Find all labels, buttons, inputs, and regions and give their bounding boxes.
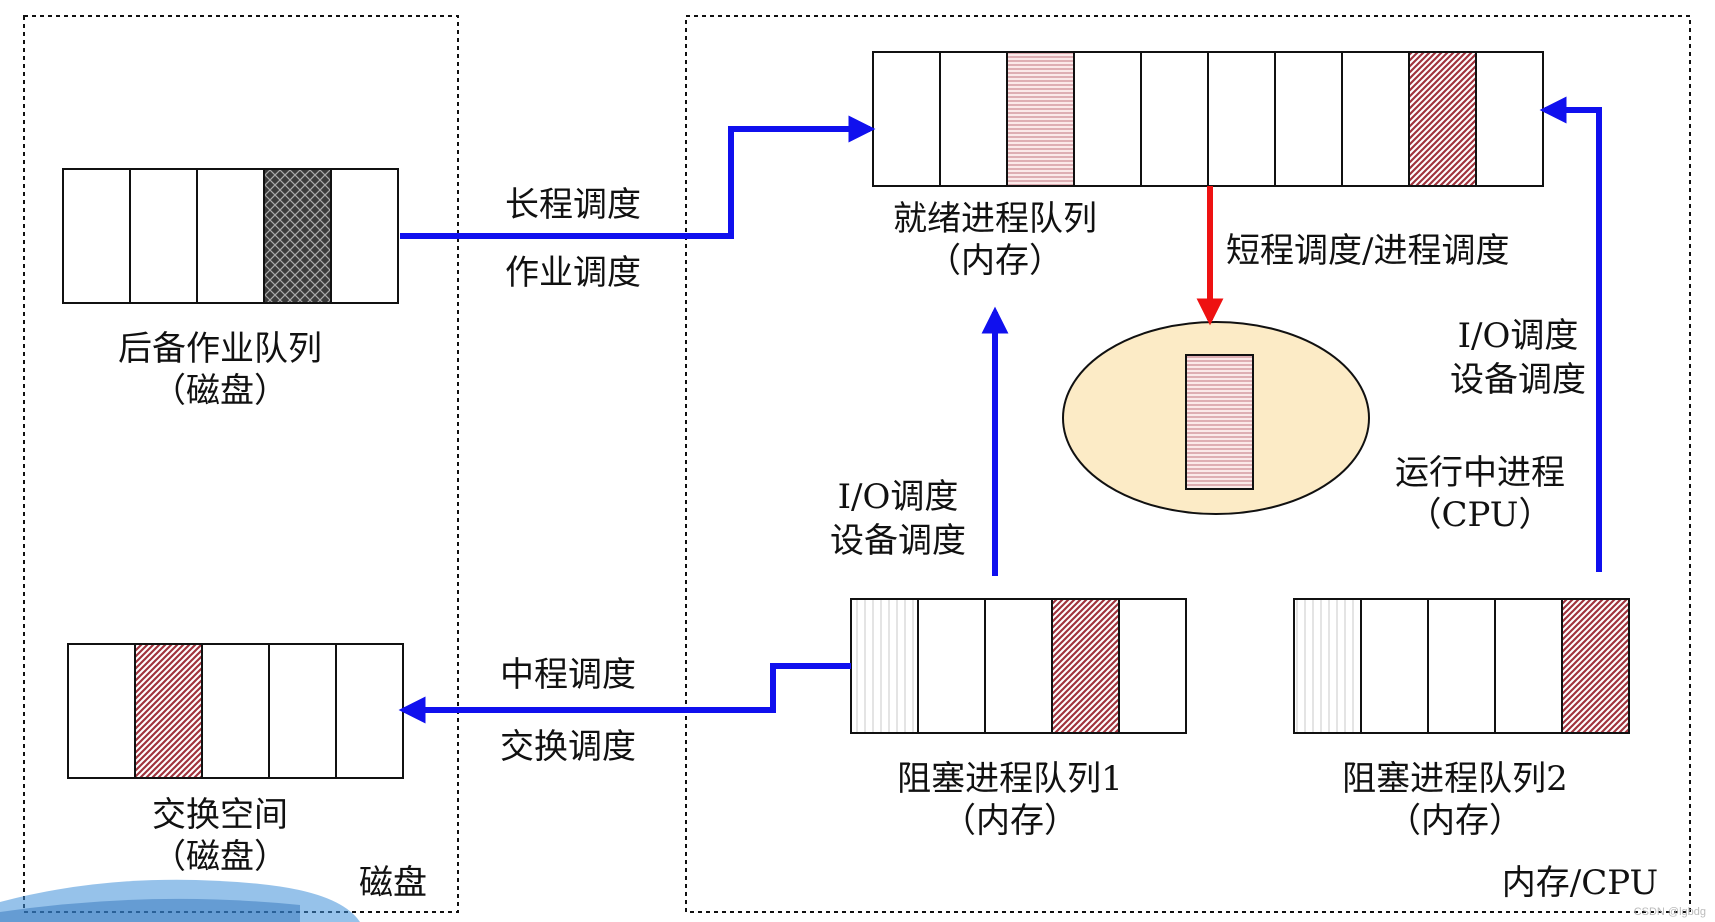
swap-space-location: （磁盘） [152, 837, 288, 877]
queue-cell [268, 643, 337, 779]
cpu-process-location: （CPU） [1408, 495, 1553, 535]
queue-cell [1207, 51, 1276, 187]
queue-cell [263, 168, 332, 304]
queue-cell [62, 168, 131, 304]
running-process [1185, 354, 1254, 490]
ready-queue [872, 51, 1544, 187]
queue-cell [850, 598, 919, 734]
io-right-label-1: I/O调度 [1458, 316, 1579, 356]
cpu-process-name: 运行中进程 [1395, 453, 1565, 493]
blocked-queue-1 [850, 598, 1187, 734]
io-right-label-2: 设备调度 [1450, 360, 1586, 400]
queue-cell [1073, 51, 1142, 187]
long-term-arrow [400, 115, 876, 239]
queue-cell [1427, 598, 1496, 734]
swap-space-name: 交换空间 [152, 795, 288, 835]
queue-cell [1274, 51, 1343, 187]
queue-cell [1140, 51, 1209, 187]
queue-cell [1006, 51, 1075, 187]
blocked-queue-2-name: 阻塞进程队列2 [1342, 759, 1568, 799]
ready-queue-location: （内存） [927, 241, 1063, 281]
queue-cell [1494, 598, 1563, 734]
queue-cell [67, 643, 136, 779]
long-term-label-1: 长程调度 [505, 185, 641, 225]
queue-cell [984, 598, 1053, 734]
blocked-queue-2-location: （内存） [1387, 801, 1523, 841]
swap-space-queue [67, 643, 404, 779]
backup-queue-name: 后备作业队列 [118, 329, 322, 369]
queue-cell [939, 51, 1008, 187]
ready-queue-name: 就绪进程队列 [893, 199, 1097, 239]
disk-region-label: 磁盘 [359, 863, 427, 903]
blocked-queue-1-location: （内存） [942, 801, 1078, 841]
queue-cell [917, 598, 986, 734]
queue-cell [1561, 598, 1630, 734]
blocked-queue-2 [1293, 598, 1630, 734]
queue-cell [1360, 598, 1429, 734]
queue-cell [1475, 51, 1544, 187]
queue-cell [330, 168, 399, 304]
queue-cell [1118, 598, 1187, 734]
queue-cell [134, 643, 203, 779]
memory-cpu-region-label: 内存/CPU [1502, 863, 1658, 903]
queue-cell [1293, 598, 1362, 734]
medium-term-label-2: 交换调度 [500, 727, 636, 767]
medium-term-label-1: 中程调度 [500, 655, 636, 695]
backup-jobs-queue [62, 168, 399, 304]
queue-cell [196, 168, 265, 304]
queue-cell [201, 643, 270, 779]
blocked-queue-1-name: 阻塞进程队列1 [897, 759, 1123, 799]
long-term-label-2: 作业调度 [505, 253, 641, 293]
io-left-label-2: 设备调度 [830, 521, 966, 561]
queue-cell [1408, 51, 1477, 187]
watermark: CSDN @lgbdg [1634, 906, 1706, 918]
io-left-label-1: I/O调度 [838, 477, 959, 517]
queue-cell [129, 168, 198, 304]
io-right-arrow [1539, 96, 1602, 572]
queue-cell [1051, 598, 1120, 734]
queue-cell [335, 643, 404, 779]
memory-cpu-region [685, 15, 1691, 913]
queue-cell [1341, 51, 1410, 187]
short-term-label: 短程调度/进程调度 [1226, 231, 1509, 271]
decorative-swoosh [0, 879, 360, 922]
queue-cell [872, 51, 941, 187]
medium-term-arrow [398, 663, 851, 724]
backup-queue-location: （磁盘） [152, 371, 288, 411]
